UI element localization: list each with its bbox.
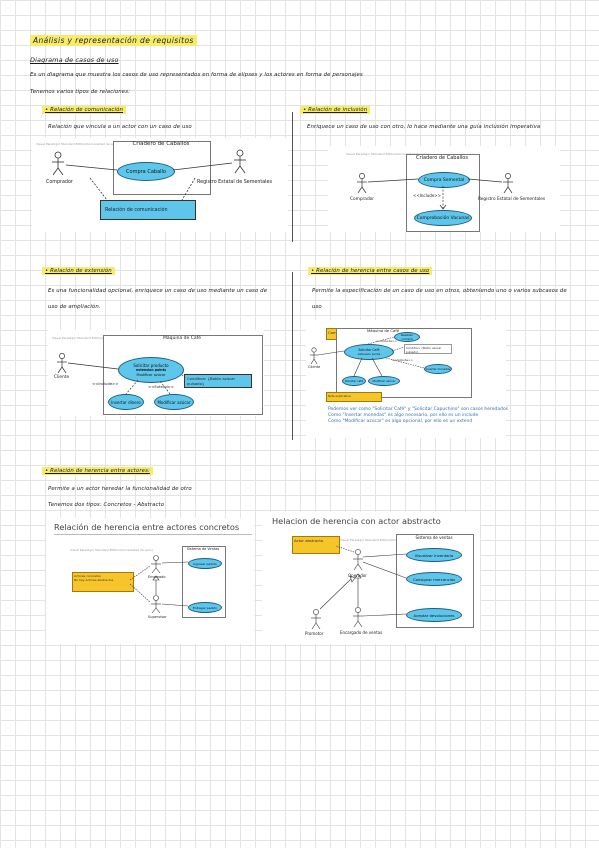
caption-line-2: Como "Insertar monedas" es algo necesari… <box>328 413 479 418</box>
actor-registro: Registro Estatal de Sementales <box>478 197 546 202</box>
diagram-title: Relación de herencia entre actores concr… <box>54 522 240 532</box>
note-comunicacion: Relación de comunicación <box>100 200 196 220</box>
caption-line-1: Podemos ver como "Solicitar Café" y "Sol… <box>328 407 509 412</box>
usecase-modificar-azucar: Modificar azúcar <box>154 394 194 410</box>
text-herencia-actores-2: Tenemos dos tipos: Concretos - Abstracto <box>48 502 165 508</box>
include-stereotype: <<Include>> <box>92 381 119 386</box>
title-rule <box>54 534 252 535</box>
uc-title: Solicitar producto <box>133 362 169 368</box>
system-label: Criadero de Caballos <box>132 141 190 147</box>
note-actores-concretos: Actores concretos No hay actores abstrac… <box>72 572 134 592</box>
diagram1-lines <box>52 149 246 201</box>
note-explicativa: Nota explicativa <box>326 392 382 402</box>
uc-title: Solicitar Café <box>358 348 380 352</box>
diagram-title: Helacion de herencia con actor abstracto <box>272 516 441 526</box>
system-label: Máquina de Café <box>163 336 201 341</box>
system-label: Sistema de ventas <box>415 535 453 540</box>
watermark: Visual Paradigm Standard Edition(Univers… <box>52 336 136 340</box>
column-divider <box>292 272 293 440</box>
uc-ext-point: Modificar azúcar <box>136 372 166 377</box>
text-extension-1: Es una funcionalidad opcional, enriquece… <box>48 288 268 294</box>
usecase-modificar-azucar: Modificar azúcar <box>368 376 400 386</box>
usecase-compra-caballo: Compra Caballo <box>117 162 175 181</box>
diagram-comunicacion: Visual Paradigm Standard Edition(Univers… <box>32 138 288 232</box>
usecase-ingresar-pedido: Ingresar pedido <box>188 558 222 569</box>
usecase-entregar-pedido: Entregar pedido <box>188 602 222 613</box>
heading-extension: • Relación de extensión <box>42 267 115 275</box>
actor-cliente: Cliente <box>308 365 321 369</box>
actor-cliente: Cliente <box>54 375 70 380</box>
usecase-insertar-dinero: Insertar dinero <box>108 394 144 410</box>
uc-ext-points: extension points <box>136 367 166 372</box>
include-stereotype: <<Include>> <box>376 339 397 343</box>
diagram-inclusion: Visual Paradigm Standard Edition(Univers… <box>328 146 560 232</box>
system-label: Criadero de Caballos <box>416 155 468 161</box>
actor-supervisor: Supervisor <box>148 615 167 619</box>
diagram-herencia-casos: Comprobación Máquina de Café Realizar co… <box>306 320 509 438</box>
include-stereotype: <<Include>> <box>392 358 413 362</box>
usecase-realizar-compra: Realizar compra <box>394 332 420 342</box>
actor-promotor: Promotor <box>305 631 324 636</box>
usecase-solicitar-cafe-b: Solicitar café <box>342 376 366 386</box>
diagram-herencia-actor-abstracto: Helacion de herencia con actor abstracto… <box>262 512 480 644</box>
actor-empleado: Empleado <box>148 575 166 579</box>
heading-herencia-casos: • Relación de herencia entre casos de us… <box>308 267 433 275</box>
actor-comprador: Comprador <box>46 180 73 185</box>
note-condition: Condition: {Botón azúcar pulsado} <box>184 374 252 388</box>
usecase-solicitar-producto: Solicitar producto extension points Modi… <box>118 357 184 383</box>
usecase-visualizar-inventario: Visualizar Inventario <box>406 548 462 562</box>
diagram6-lines <box>311 545 407 630</box>
system-label: Máquina de Café <box>366 328 400 333</box>
text-herencia-casos-2: uso <box>312 304 322 310</box>
diagram5-lines <box>129 555 189 614</box>
heading-herencia-actores: • Relación de herencia entre actores: <box>42 467 153 475</box>
diagram4-lines <box>310 336 425 377</box>
page-title: Análisis y representación de requisitos <box>30 35 197 46</box>
heading-comunicacion: • Relación de comunicación <box>42 106 126 114</box>
usecase-aceptar-devoluciones: Aceptar devoluciones <box>406 608 462 622</box>
watermark: Visual Paradigm Standard Edition(Univers… <box>70 548 154 552</box>
usecase-consignar-mercancias: Consignar mercancías <box>406 572 462 586</box>
diagram-herencia-actores-concretos: Relación de herencia entre actores concr… <box>46 518 254 644</box>
text-inclusion: Enriquece un caso de uso con otro, lo ha… <box>307 124 541 130</box>
system-label: Sistema de Ventas <box>186 547 220 551</box>
usecase-compra-semental: Compra Semental <box>418 172 470 188</box>
diagram3-lines <box>57 353 187 395</box>
note-condition: Condition: {Botón azúcar pulsado} <box>404 344 452 354</box>
heading-inclusion: • Relación de inclusión <box>300 106 371 114</box>
actor-operador: Operador <box>348 573 367 578</box>
section-subtitle: Diagrama de casos de uso <box>30 56 119 64</box>
relations-intro: Tenemos varios tipos de relaciones: <box>30 89 131 95</box>
usecase-insertar-monedas: Insertar monedas <box>424 364 452 374</box>
watermark: Visual Paradigm Standard Edition(Univers… <box>36 142 120 146</box>
include-stereotype: <<Include>> <box>413 193 441 198</box>
actor-comprador: Comprador <box>350 197 375 202</box>
caption-line-3: Como "Modificar azúcar" es algo opcional… <box>328 419 473 424</box>
text-comunicacion: Relación que vincula a un actor con un c… <box>48 124 192 130</box>
intro-text: Es un diagrama que muestra los casos de … <box>30 72 363 78</box>
actor-registro: Registro Estatal de Sementales <box>197 180 272 185</box>
note-actor-abstracto: Actor abstracto <box>292 536 340 554</box>
diagram2-lines <box>357 173 513 210</box>
text-herencia-actores-1: Permite a un actor heredar la funcionali… <box>48 486 192 492</box>
usecase-comprobacion-vacunas: Comprobación Vacunas <box>414 210 472 226</box>
diagram-extension: Visual Paradigm Standard Edition(Univers… <box>48 330 264 416</box>
actor-encargado-ventas: Encargado de ventas <box>340 630 383 635</box>
watermark: Visual Paradigm Standard Edition(Univers… <box>346 152 430 156</box>
uc-ext-points: extension points <box>357 352 381 356</box>
watermark: Visual Paradigm Standard Edition(Univers… <box>340 538 424 542</box>
usecase-solicitar-cafe: Solicitar Café extension points <box>344 344 394 360</box>
column-divider <box>292 112 293 242</box>
text-extension-2: uso de ampliación. <box>48 304 101 310</box>
extend-stereotype: <<Extend>> <box>148 384 175 389</box>
text-herencia-casos-1: Permite la especificación de un caso de … <box>312 288 567 294</box>
